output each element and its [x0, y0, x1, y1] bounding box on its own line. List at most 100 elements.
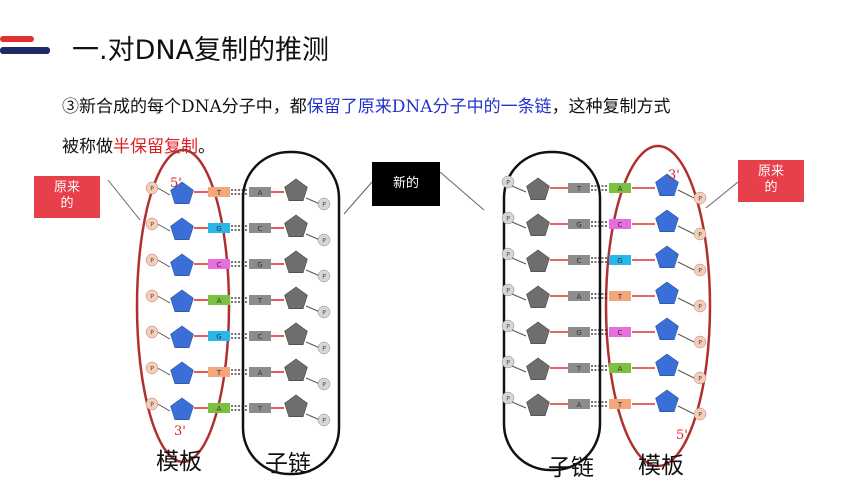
- right-mol-pair-0-nphos: [501, 175, 515, 189]
- right-mol-pair-3-tbond: [677, 297, 695, 307]
- right-mol-pair-3-nsugar: [526, 285, 550, 309]
- left-mol-pair-0-tphos-label: P: [150, 186, 154, 193]
- left-mol-pair-1-tphos: [145, 217, 159, 231]
- left-mol-pair-4-tphos: [145, 325, 159, 339]
- left-mol-pair-5-nbond: [305, 377, 321, 385]
- line2-prefix: 被称做: [62, 137, 113, 157]
- left-mol-pair-4-tsugar: [170, 325, 194, 349]
- left-mol-pair-2-tphos-label: P: [150, 258, 154, 265]
- title-bar-decoration: [0, 36, 52, 56]
- left-mol-pair-4-nsugar: [284, 322, 308, 346]
- left-mol-pair-4-nbase-letter: C: [258, 333, 263, 341]
- left-mol-pair-3-tbase-rect: [208, 295, 230, 305]
- right-mol-pair-3-tbase-rect: [609, 291, 631, 301]
- left-mol-pair-6-nsugar: [284, 394, 308, 418]
- left-prime-bottom: 3': [174, 424, 186, 439]
- left-mol-pair-3-tbase-letter: A: [217, 297, 222, 305]
- left-mol-pair-3-nbond: [305, 305, 321, 313]
- left-mol-pair-4-nphos: [317, 341, 331, 355]
- right-mol-pair-6-tbase-letter: T: [617, 401, 623, 409]
- right-mol-pair-5-tbond: [677, 369, 695, 379]
- right-mol-pair-1-tphos-label: P: [698, 232, 702, 239]
- right-mol-pair-5-nbond: [511, 365, 527, 373]
- left-mol-pair-2-nphos: [317, 269, 331, 283]
- left-mol-pair-5-nbase-rect: [249, 367, 271, 377]
- left-mol-pair-3-tphos: [145, 289, 159, 303]
- left-mol-pair-2-nbond: [305, 269, 321, 277]
- left-mol-pair-1-tbase-letter: G: [216, 225, 221, 233]
- right-mol-pair-6-nbond: [511, 401, 527, 409]
- left-mol-pair-5-nbase-letter: A: [258, 369, 263, 377]
- left-mol-pair-2-nphos-label: P: [322, 274, 326, 281]
- left-daughter-outline: [241, 150, 341, 476]
- right-mol-pair-2-nsugar: [526, 249, 550, 273]
- line1-highlight: 保留了原来DNA分子中的一条链: [306, 97, 552, 117]
- left-mol-pair-2-tbase-rect: [208, 259, 230, 269]
- right-mol-pair-5-tbase-letter: A: [618, 365, 623, 373]
- left-mol-pair-6-tbase-letter: A: [217, 405, 222, 413]
- right-prime-bottom: 5': [676, 428, 688, 443]
- right-mol-pair-1-nphos: [501, 211, 515, 225]
- right-mol-pair-6-tphos: [693, 407, 707, 421]
- left-mol-pair-0-nphos: [317, 197, 331, 211]
- right-mol-pair-0-nbase-letter: T: [576, 185, 582, 193]
- right-mol-pair-3-tbase-letter: T: [617, 293, 623, 301]
- left-mol-pair-4-nbond: [305, 341, 321, 349]
- right-mol-pair-6-nphos-label: P: [506, 396, 510, 403]
- left-mol-pair-1-tphos-label: P: [150, 222, 154, 229]
- right-mol-pair-2-tbase-letter: G: [617, 257, 622, 265]
- right-mol-pair-2-nbase-rect: [568, 255, 590, 265]
- left-mol-pair-1-tbase-rect: [208, 223, 230, 233]
- left-mol-pair-0-tbase-rect: [208, 187, 230, 197]
- left-mol-pair-6-tphos-label: P: [150, 402, 154, 409]
- left-mol-pair-0-nbond: [305, 197, 321, 205]
- right-mol-pair-0-nphos-label: P: [506, 180, 510, 187]
- right-template-ellipse: [604, 144, 712, 468]
- right-mol-pair-2-tsugar: [655, 245, 679, 269]
- right-mol-pair-5-nbase-rect: [568, 363, 590, 373]
- line2-suffix: 。: [198, 137, 215, 157]
- right-mol-pair-4-tphos: [693, 335, 707, 349]
- left-mol-pair-6-tphos: [145, 397, 159, 411]
- right-mol-pair-0-nsugar: [526, 177, 550, 200]
- right-mol-pair-0-tphos: [693, 191, 707, 205]
- right-mol-pair-5-tphos: [693, 371, 707, 385]
- left-mol-pair-0-nsugar: [284, 178, 308, 201]
- right-mol-pair-1-tbond: [677, 225, 695, 235]
- line1-prefix: ③新合成的每个DNA分子中，都: [62, 97, 307, 117]
- right-original-callout-text: 原来的: [757, 164, 784, 195]
- right-prime-top: 3': [668, 168, 680, 183]
- right-mol-pair-4-tbase-rect: [609, 327, 631, 337]
- left-mol-pair-5-nphos: [317, 377, 331, 391]
- right-daughter-outline: [502, 150, 602, 472]
- left-mol-pair-6-nbase-rect: [249, 403, 271, 413]
- left-mol-pair-5-tbase-rect: [208, 367, 230, 377]
- right-mol-pair-2-tphos-label: P: [698, 268, 702, 275]
- line1-suffix: ，这种复制方式: [551, 97, 671, 117]
- right-mol-pair-5-nsugar: [526, 357, 550, 381]
- left-mol-pair-1-nphos-label: P: [322, 238, 326, 245]
- right-mol-pair-6-nsugar: [526, 393, 550, 417]
- right-mol-pair-3-nbase-letter: A: [577, 293, 582, 301]
- right-mol-pair-4-nsugar: [526, 321, 550, 345]
- right-mol-pair-3-tsugar: [655, 281, 679, 305]
- left-mol-pair-1-nbase-rect: [249, 223, 271, 233]
- right-daughter-label: 子链: [548, 455, 594, 481]
- right-mol-pair-1-nbond: [511, 221, 527, 229]
- left-mol-pair-1-nbase-letter: C: [258, 225, 263, 233]
- right-mol-pair-4-tphos-label: P: [698, 340, 702, 347]
- right-mol-pair-6-tsugar: [655, 389, 679, 413]
- right-mol-pair-0-tphos-label: P: [698, 196, 702, 203]
- left-original-callout: 原来的: [34, 176, 100, 218]
- left-mol-pair-6-tsugar: [170, 397, 194, 421]
- right-mol-pair-5-tbase-rect: [609, 363, 631, 373]
- right-mol-pair-5-tphos-label: P: [698, 376, 702, 383]
- left-mol-pair-4-tbase-rect: [208, 331, 230, 341]
- new-callout-text: 新的: [392, 176, 419, 191]
- left-mol-pair-0-tsugar: [170, 181, 194, 204]
- right-mol-pair-1-tphos: [693, 227, 707, 241]
- left-mol-pair-3-tphos-label: P: [150, 294, 154, 301]
- right-mol-pair-0-nbond: [511, 185, 527, 193]
